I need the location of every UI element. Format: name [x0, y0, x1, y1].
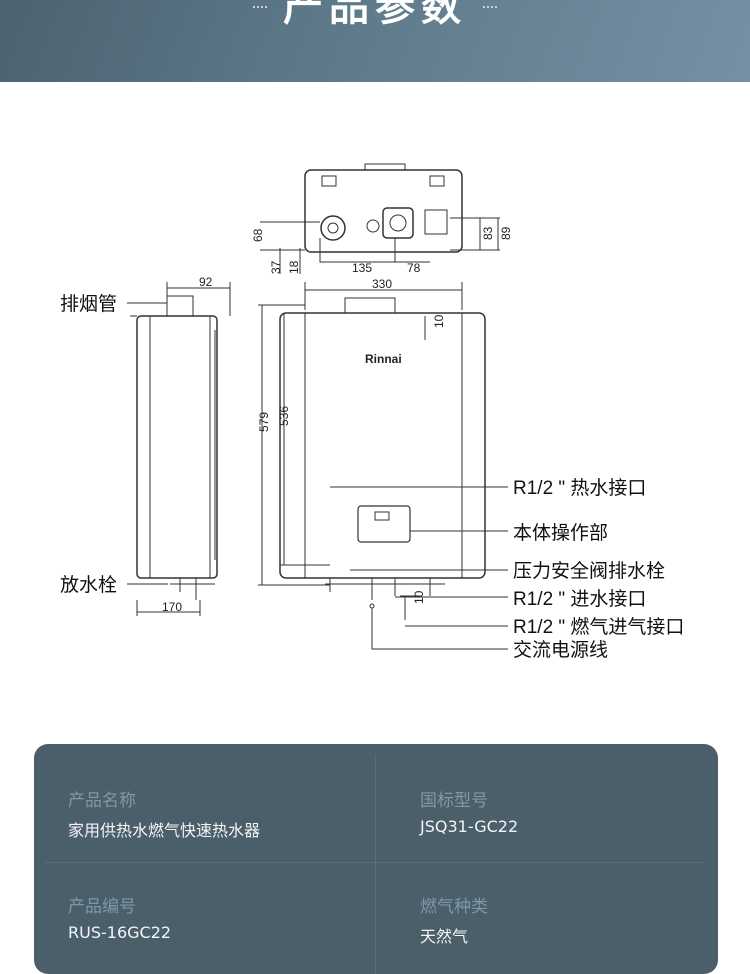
spec-gas-type: 燃气种类 天然气 — [420, 897, 488, 946]
dimension-label: 37 — [269, 260, 283, 274]
callout-control: 本体操作部 — [513, 522, 608, 544]
dimension-label: 89 — [499, 226, 513, 240]
callout-gas-in: R1/2 " 燃气进气接口 — [513, 616, 684, 638]
dimension-label: 170 — [162, 600, 182, 614]
side-view — [130, 282, 231, 616]
spec-product-name: 产品名称 家用供热水燃气快速热水器 — [68, 791, 261, 840]
callout-power: 交流电源线 — [513, 639, 608, 661]
dimension-label: 536 — [277, 406, 291, 426]
dimension-label: 579 — [257, 412, 271, 432]
spec-national-model: 国标型号 JSQ31-GC22 — [420, 791, 519, 836]
divider — [375, 754, 376, 974]
callout-hot-water: R1/2 " 热水接口 — [513, 477, 646, 499]
callout-water-in: R1/2 " 进水接口 — [513, 588, 646, 610]
dimension-label: 92 — [199, 275, 213, 289]
dimension-label: 78 — [407, 261, 421, 275]
spec-card: 产品名称 家用供热水燃气快速热水器 国标型号 JSQ31-GC22 产品编号 R… — [34, 744, 718, 974]
dimension-label: 18 — [287, 260, 301, 274]
header-banner: 产品参数 — [0, 0, 750, 82]
top-view — [260, 163, 500, 274]
callout-relief-valve: 压力安全阀排水栓 — [513, 560, 665, 582]
callout-flue: 排烟管 — [60, 293, 117, 315]
dimension-label: 330 — [372, 277, 392, 291]
spec-product-code: 产品编号 RUS-16GC22 — [68, 897, 172, 942]
callout-drain: 放水栓 — [60, 574, 117, 596]
divider — [44, 862, 704, 863]
dimension-diagram: 68 37 18 135 78 83 89 330 Rinnai 10 579 … — [60, 163, 684, 661]
dimension-label: 68 — [251, 228, 265, 242]
page-title: 产品参数 — [0, 0, 750, 32]
brand-logo: Rinnai — [365, 352, 402, 366]
dimension-label: 10 — [432, 314, 446, 328]
dimension-label: 83 — [481, 226, 495, 240]
front-view — [279, 297, 486, 609]
dimension-label: 135 — [352, 261, 372, 275]
